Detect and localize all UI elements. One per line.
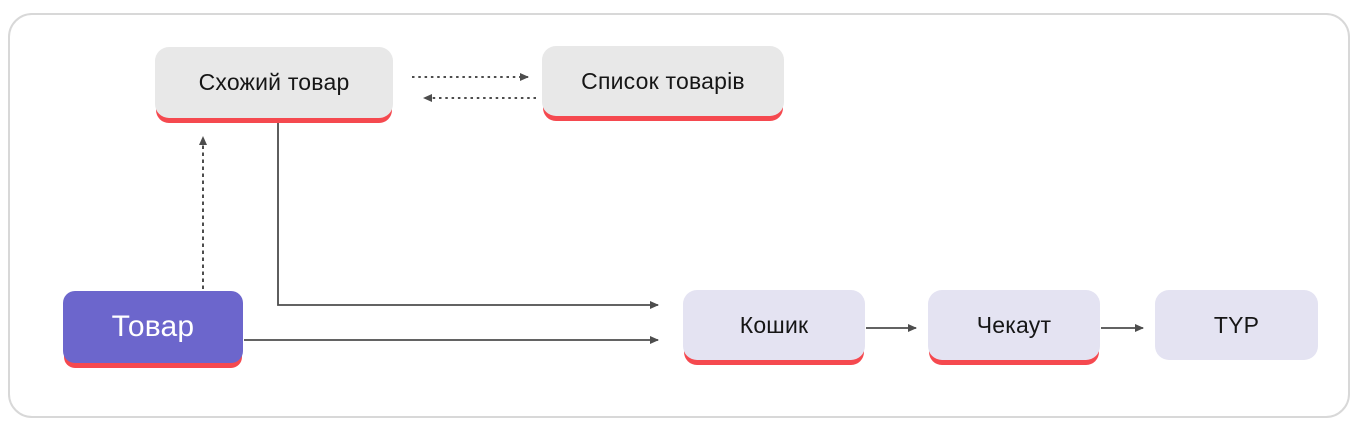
node-thank-you-page-label: TYP [1213,311,1260,338]
node-similar-product-label: Схожий товар [198,69,350,95]
node-product[interactable]: Товар [63,291,243,363]
node-cart-label: Кошик [739,311,809,338]
node-product-list-label: Список товарів [581,67,745,94]
node-product-label: Товар [111,310,195,343]
node-cart[interactable]: Кошик [683,290,865,360]
node-thank-you-page[interactable]: TYP [1155,290,1318,360]
node-product-list[interactable]: Список товарів [542,46,784,116]
node-checkout[interactable]: Чекаут [928,290,1100,360]
node-checkout-label: Чекаут [976,311,1052,338]
node-similar-product[interactable]: Схожий товар [155,47,393,118]
